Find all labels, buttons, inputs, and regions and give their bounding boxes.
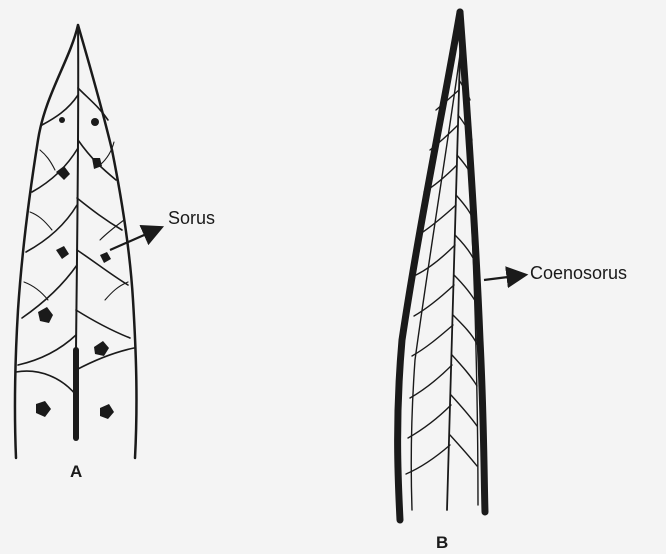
panel-a-letter: A bbox=[70, 462, 82, 482]
pinna-a-left-veins bbox=[16, 95, 78, 395]
panel-b-pinna bbox=[398, 12, 485, 520]
coenosorus-callout-arrow bbox=[484, 275, 524, 280]
pinna-a-midrib bbox=[76, 25, 78, 350]
sorus bbox=[100, 404, 114, 419]
sorus bbox=[91, 118, 99, 126]
sorus bbox=[56, 246, 69, 259]
panel-b-letter: B bbox=[436, 533, 448, 553]
sorus-callout-arrow bbox=[110, 228, 160, 250]
sorus bbox=[94, 341, 109, 356]
panel-a-pinna bbox=[15, 25, 137, 458]
sorus bbox=[38, 307, 53, 323]
sorus bbox=[36, 401, 51, 417]
coenosorus-label: Coenosorus bbox=[530, 263, 627, 284]
sorus bbox=[100, 252, 111, 263]
sorus-label: Sorus bbox=[168, 208, 215, 229]
sorus bbox=[56, 166, 70, 180]
sorus bbox=[59, 117, 65, 123]
